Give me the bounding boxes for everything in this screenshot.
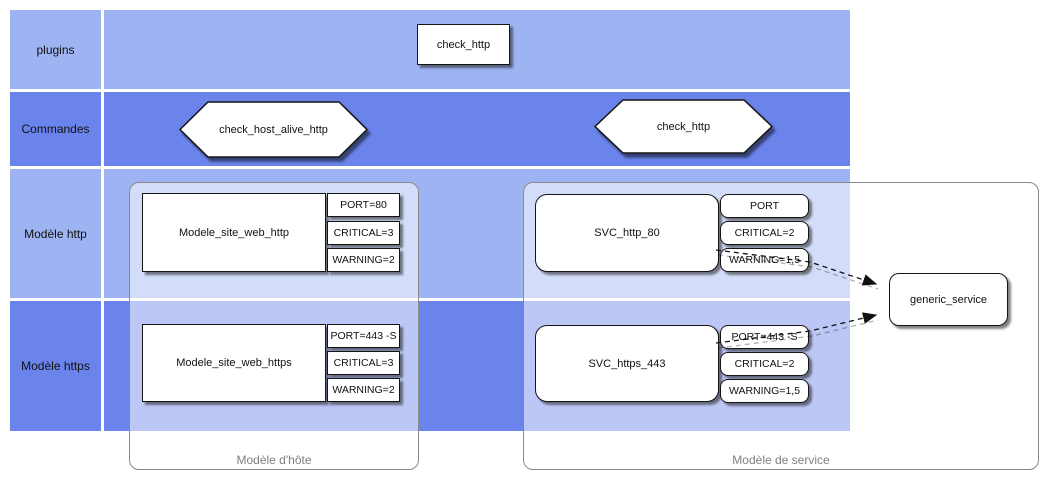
service-template-http-node: SVC_http_80 PORT CRITICAL=2 WARNING=1,5 (535, 194, 811, 273)
prop-cell: PORT=443 -S (327, 324, 400, 348)
command-node-check-http: check_http (593, 98, 782, 162)
node-title: Modele_site_web_http (142, 193, 326, 272)
hexagon-shape (178, 101, 369, 158)
prop-cell: WARNING=1,5 (720, 248, 809, 272)
node-title: SVC_https_443 (535, 325, 719, 402)
prop-cell: WARNING=2 (327, 248, 400, 272)
prop-cell: PORT=443 -S (720, 325, 809, 349)
prop-cell: CRITICAL=2 (720, 221, 809, 245)
prop-cell: WARNING=1,5 (720, 379, 809, 403)
service-container-label: Modèle de service (732, 453, 830, 467)
command-node-label: check_http (656, 120, 711, 133)
row-label-modele-http: Modèle http (10, 169, 101, 298)
prop-cell: PORT=80 (327, 193, 400, 217)
node-title: generic_service (909, 293, 988, 306)
plugin-node-label: check_http (436, 38, 491, 51)
prop-cell: PORT (720, 194, 809, 218)
command-node-label: check_host_alive_http (219, 123, 328, 136)
service-template-https-node: SVC_https_443 PORT=443 -S CRITICAL=2 WAR… (535, 325, 811, 403)
row-label-commandes: Commandes (10, 92, 101, 166)
host-template-http-node: Modele_site_web_http PORT=80 CRITICAL=3 … (142, 193, 403, 273)
node-title: SVC_http_80 (535, 194, 719, 272)
prop-cell: CRITICAL=3 (327, 351, 400, 375)
node-title: Modele_site_web_https (142, 324, 326, 402)
generic-service-node: generic_service (889, 273, 1008, 326)
row-label-plugins: plugins (10, 10, 101, 89)
prop-cell: WARNING=2 (327, 378, 400, 402)
prop-cell: CRITICAL=3 (327, 220, 400, 245)
host-template-https-node: Modele_site_web_https PORT=443 -S CRITIC… (142, 324, 403, 403)
plugin-node-check-http: check_http (417, 24, 510, 65)
row-label-modele-https: Modèle https (10, 301, 101, 431)
hexagon-shape (593, 99, 774, 154)
command-node-check-host-alive-http: check_host_alive_http (178, 100, 377, 166)
host-container-label: Modèle d'hôte (236, 453, 312, 467)
prop-cell: CRITICAL=2 (720, 352, 809, 376)
